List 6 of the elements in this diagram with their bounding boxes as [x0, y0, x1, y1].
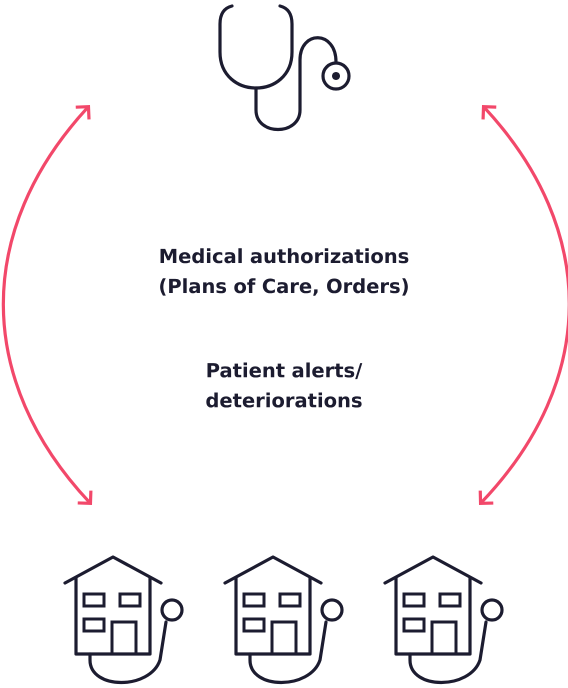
house-icon	[63, 555, 184, 684]
label-text: Medical authorizations (Plans of Care, Orders)	[160, 248, 408, 296]
house-icon	[223, 555, 344, 684]
stethoscope-icon	[218, 4, 351, 132]
label-text: Patient alerts/ deteriorations	[206, 362, 362, 408]
house-icon	[383, 555, 504, 684]
